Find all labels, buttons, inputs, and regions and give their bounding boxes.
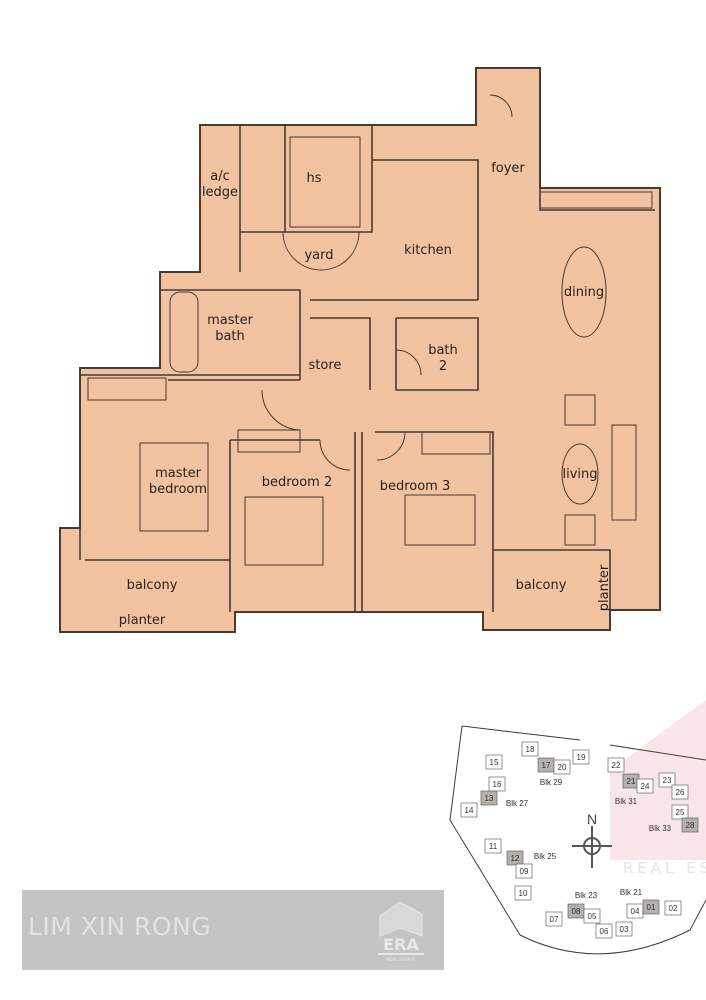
unit-number: 03 [620, 925, 629, 934]
unit-block-shape [664, 900, 682, 916]
label-planter-left: planter [119, 613, 166, 628]
label-store: store [309, 358, 342, 373]
label-balcony-right: balcony [516, 578, 567, 593]
unit-number: 22 [612, 761, 621, 770]
apartment-outline [59, 67, 661, 633]
block-label: Blk 23 [575, 891, 598, 900]
unit-number: 24 [641, 782, 650, 791]
unit-number: 08 [572, 907, 581, 916]
unit-number: 21 [627, 777, 636, 786]
label-balcony-left: balcony [127, 578, 178, 593]
unit-number: 15 [490, 758, 499, 767]
label-dining: dining [564, 285, 604, 300]
unit-number: 09 [520, 867, 529, 876]
era-logo-subtext: REAL ESTATE [386, 957, 416, 963]
unit-block-shape [485, 754, 503, 770]
label-yard: yard [304, 248, 333, 263]
block-label: Blk 31 [615, 797, 638, 806]
unit-block-shape [607, 757, 625, 773]
label-ac-ledge-1: a/c [210, 169, 230, 184]
unit-number: 02 [669, 904, 678, 913]
block-label: Blk 25 [534, 852, 557, 861]
unit-block-shape [553, 759, 571, 775]
unit-number: 05 [588, 912, 597, 921]
label-kitchen: kitchen [404, 243, 452, 258]
agent-watermark-banner: LIM XIN RONG ERA REAL ESTATE [22, 890, 444, 970]
unit-number: 06 [600, 927, 609, 936]
label-master-bedroom-1: master [155, 466, 201, 481]
label-master-bath-1: master [207, 313, 253, 328]
unit-number: 20 [558, 763, 567, 772]
unit-block-shape [671, 784, 689, 800]
unit-block-shape [484, 838, 502, 854]
furniture [87, 136, 653, 566]
unit-number: 18 [526, 745, 535, 754]
label-bedroom-2: bedroom 2 [262, 475, 333, 490]
label-planter-right: planter [597, 564, 612, 611]
unit-number: 19 [577, 753, 586, 762]
label-foyer: foyer [491, 161, 525, 176]
unit-number: 16 [493, 780, 502, 789]
label-bath2-1: bath [428, 343, 458, 358]
unit-number: 10 [519, 889, 528, 898]
block-label: Blk 21 [620, 888, 643, 897]
unit-block-shape [460, 802, 478, 818]
unit-number: 07 [550, 915, 559, 924]
unit-block-shape [514, 885, 532, 901]
compass: N [572, 811, 612, 868]
block-label: Blk 27 [506, 799, 529, 808]
room-labels: a/c ledge hs foyer kitchen yard dining m… [119, 161, 612, 628]
unit-block-shape [583, 908, 601, 924]
era-logo: ERA REAL ESTATE [378, 901, 424, 963]
unit-block-shape [595, 923, 613, 939]
label-master-bath-2: bath [215, 329, 245, 344]
label-bedroom-3: bedroom 3 [380, 479, 451, 494]
unit-number: 14 [465, 806, 474, 815]
unit-number: 23 [663, 776, 672, 785]
unit-block-shape [545, 911, 563, 927]
site-watermark-text: REAL ES [623, 859, 706, 877]
unit-number: 11 [489, 842, 498, 851]
site-plan: REAL ES N 18 17 20 19 15 16 13 14 22 21 24 23 26 2528… [449, 700, 706, 955]
unit-block-shape [671, 804, 689, 820]
unit-number: 13 [485, 794, 494, 803]
unit-number: 26 [676, 788, 685, 797]
block-label: Blk 29 [540, 778, 563, 787]
unit-block-shape [615, 921, 633, 937]
era-logo-text: ERA [383, 935, 419, 954]
unit-number: 12 [511, 854, 520, 863]
label-ac-ledge-2: ledge [202, 185, 238, 200]
unit-block-shape [642, 899, 660, 915]
unit-number: 17 [542, 761, 551, 770]
block-label: Blk 33 [649, 824, 672, 833]
unit-block-shape [521, 741, 539, 757]
label-bath2-2: 2 [439, 359, 447, 374]
unit-block-shape [480, 790, 498, 806]
unit-block-shape [506, 850, 524, 866]
unit-number: 25 [676, 808, 685, 817]
unit-block-shape [636, 778, 654, 794]
north-label: N [587, 811, 597, 827]
label-living: living [562, 467, 597, 482]
unit-block-shape [572, 749, 590, 765]
agent-name: LIM XIN RONG [28, 912, 212, 941]
unit-block-shape [681, 817, 699, 833]
unit-block-shape [658, 772, 676, 788]
unit-number: 28 [686, 821, 695, 830]
interior-walls [79, 94, 655, 612]
unit-number: 04 [631, 907, 640, 916]
unit-block-shape [515, 863, 533, 879]
label-master-bedroom-2: bedroom [149, 482, 207, 497]
label-hs: hs [306, 171, 321, 186]
unit-number: 01 [647, 903, 656, 912]
